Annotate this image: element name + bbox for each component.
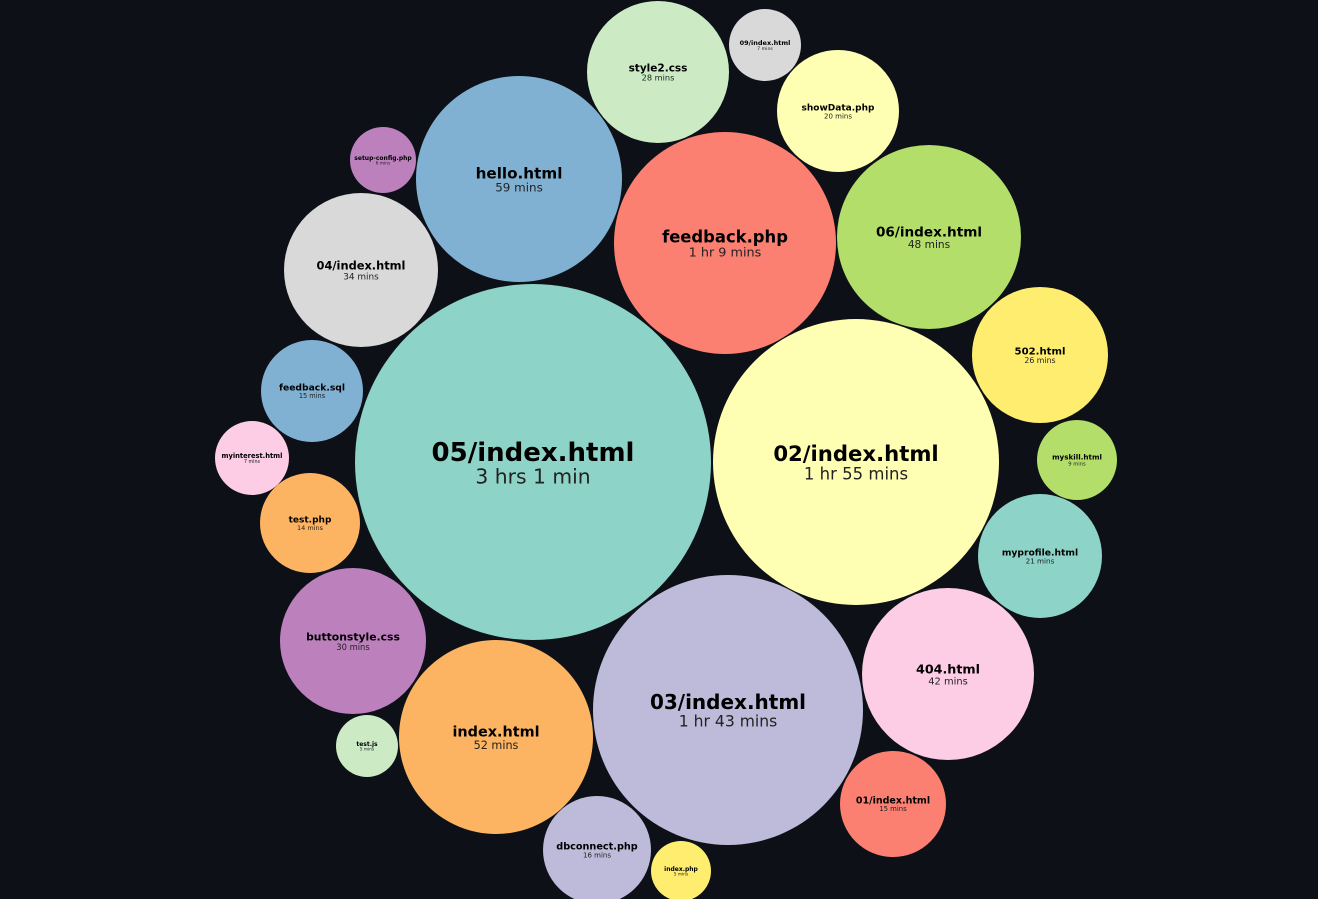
bubble-duration: 15 mins [879, 805, 907, 813]
bubble-duration: 14 mins [297, 524, 324, 532]
bubble-circle[interactable] [777, 50, 899, 172]
bubble-label: myprofile.html [1002, 548, 1078, 559]
bubble-label: setup-config.php [354, 155, 412, 162]
bubble-circle[interactable] [261, 340, 363, 442]
bubble-label: 404.html [916, 662, 980, 677]
bubble-duration: 42 mins [928, 676, 967, 687]
bubble-circle[interactable] [416, 76, 622, 282]
bubble-duration: 16 mins [583, 851, 611, 859]
bubble-duration: 7 mins [757, 46, 773, 52]
bubble-duration: 26 mins [1024, 356, 1055, 365]
bubble-label: 02/index.html [773, 441, 938, 466]
bubble-label: showData.php [802, 104, 875, 114]
bubble-duration: 5 mins [674, 872, 689, 878]
bubble-label: myskill.html [1052, 453, 1102, 462]
bubble-circle[interactable] [587, 1, 729, 143]
bubble-label: 06/index.html [876, 224, 982, 240]
bubble-duration: 1 hr 43 mins [679, 712, 777, 730]
bubble-duration: 28 mins [642, 73, 675, 83]
bubble-circle[interactable] [837, 145, 1021, 329]
bubble-circle[interactable] [215, 421, 289, 495]
bubble-circle[interactable] [355, 284, 711, 640]
bubble-circle[interactable] [543, 796, 651, 899]
bubble-label: myinterest.html [222, 452, 283, 460]
bubble-circle[interactable] [978, 494, 1102, 618]
bubble-label: style2.css [629, 63, 688, 75]
bubble-duration: 6 mins [376, 161, 391, 167]
bubble-circle[interactable] [593, 575, 863, 845]
bubble-duration: 48 mins [908, 239, 950, 251]
bubble-circle[interactable] [350, 127, 416, 193]
bubble-circle[interactable] [260, 473, 360, 573]
bubble-label: 03/index.html [650, 690, 806, 714]
bubble-duration: 5 mins [360, 747, 375, 753]
bubble-circle[interactable] [336, 715, 398, 777]
bubble-duration: 59 mins [495, 180, 543, 194]
bubble-label: index.php [664, 866, 698, 873]
bubble-label: test.js [356, 741, 378, 748]
bubble-label: feedback.php [662, 227, 788, 246]
bubble-duration: 15 mins [299, 392, 326, 400]
bubble-duration: 1 hr 9 mins [689, 245, 762, 260]
bubble-label: dbconnect.php [556, 842, 638, 853]
bubble-label: 01/index.html [856, 796, 930, 807]
bubble-label: buttonstyle.css [306, 631, 400, 644]
bubble-circle[interactable] [713, 319, 999, 605]
bubble-duration: 1 hr 55 mins [804, 464, 908, 483]
bubble-circle[interactable] [651, 841, 711, 899]
bubble-circle[interactable] [614, 132, 836, 354]
bubble-duration: 9 mins [1068, 461, 1086, 467]
bubble-label: test.php [289, 516, 332, 526]
bubble-duration: 20 mins [824, 112, 852, 120]
bubble-duration: 52 mins [474, 739, 519, 752]
bubble-label: 04/index.html [317, 259, 406, 273]
bubble-duration: 21 mins [1026, 557, 1055, 566]
bubble-circle[interactable] [729, 9, 801, 81]
bubble[interactable]: test.js5 mins [336, 715, 398, 777]
bubble-label: 502.html [1015, 347, 1066, 358]
bubble-label: index.html [452, 724, 539, 740]
bubble-label: feedback.sql [279, 383, 345, 394]
bubble-label: hello.html [476, 164, 563, 182]
bubble-duration: 7 mins [244, 459, 261, 465]
bubble-duration: 30 mins [336, 642, 369, 652]
bubble-duration: 3 hrs 1 min [475, 464, 590, 488]
bubble-circle[interactable] [972, 287, 1108, 423]
bubble-duration: 34 mins [343, 272, 379, 282]
bubble-circle[interactable] [1037, 420, 1117, 500]
bubble-circle[interactable] [840, 751, 946, 857]
bubble-label: 05/index.html [432, 438, 635, 468]
bubble-circle[interactable] [284, 193, 438, 347]
bubble-label: 09/index.html [740, 39, 791, 47]
bubble-circle[interactable] [280, 568, 426, 714]
bubble-circle[interactable] [399, 640, 593, 834]
bubble-circle[interactable] [862, 588, 1034, 760]
